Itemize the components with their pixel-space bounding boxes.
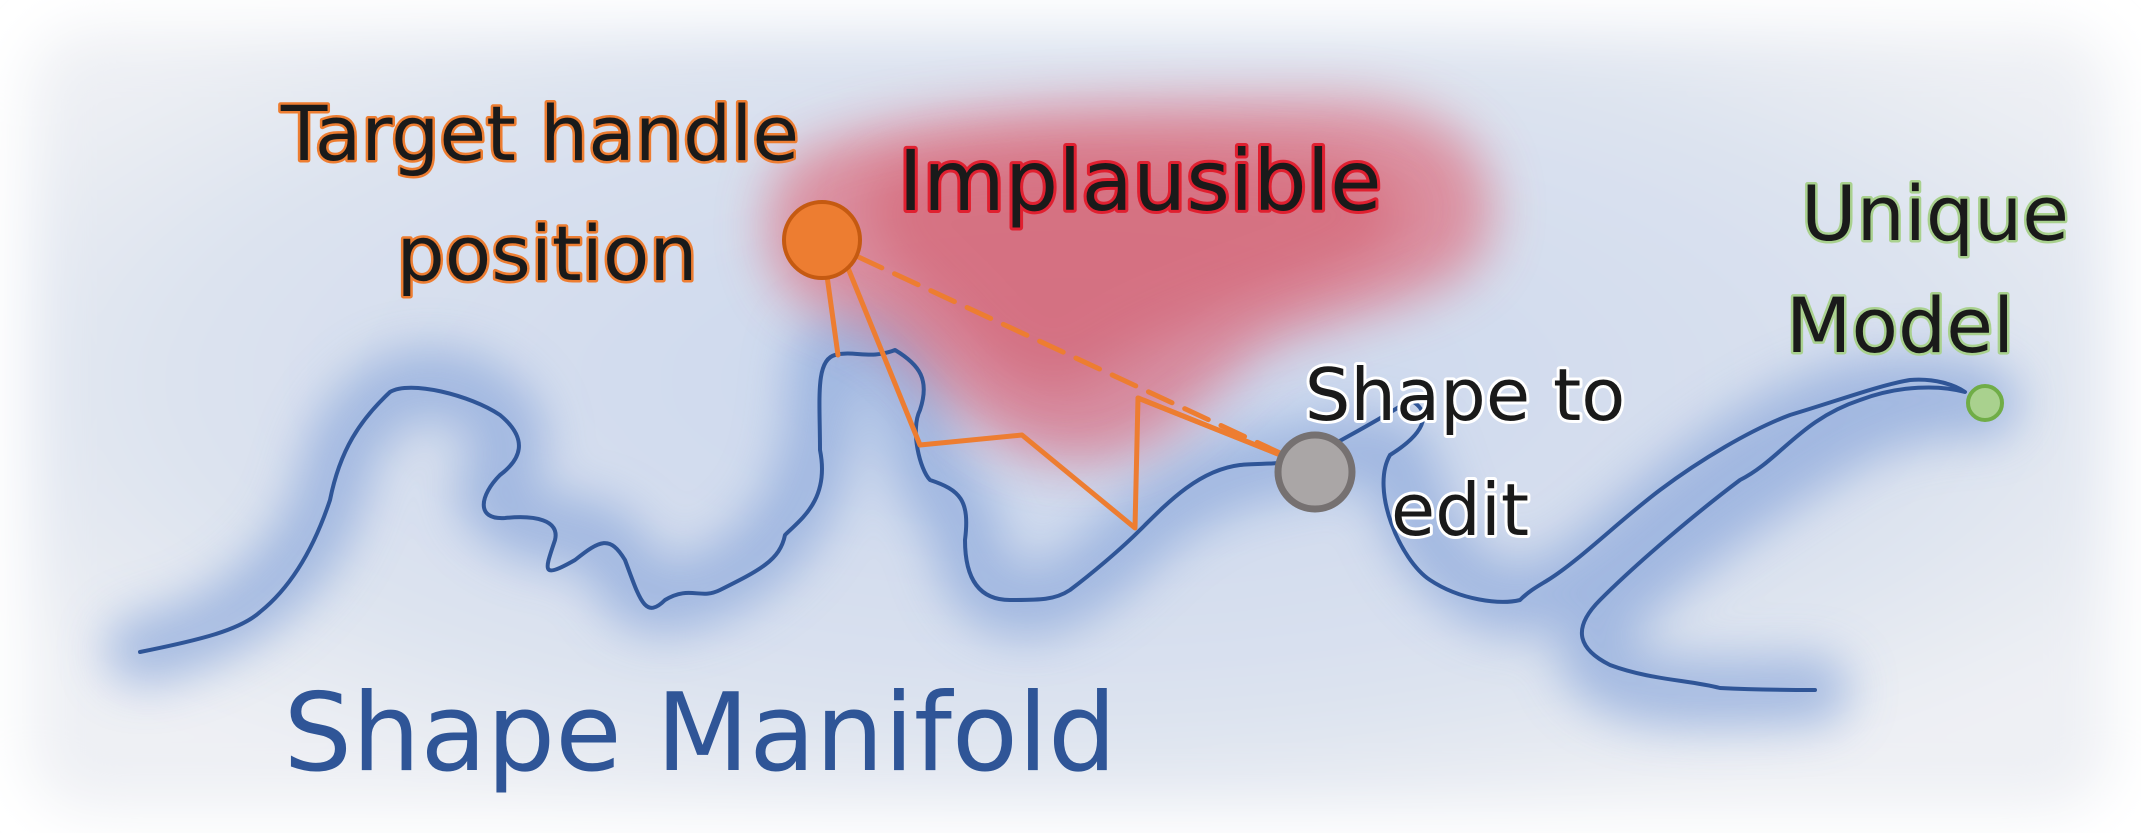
- implausible-core: [866, 146, 1402, 390]
- target-handle-marker[interactable]: [782, 200, 862, 280]
- unique-model-label-line2: Model: [1786, 281, 2014, 370]
- target-handle-label-line1: Target handle: [280, 89, 799, 178]
- direct-edit-dashed-line: [819, 237, 1311, 469]
- shape-to-edit-label-line1: Shape to: [1305, 353, 1626, 437]
- shape-to-edit-marker[interactable]: [1274, 431, 1356, 513]
- manifold-curve: [138, 348, 1967, 692]
- unique-model-marker[interactable]: [1966, 384, 2004, 422]
- shape-manifold-label: Shape Manifold: [284, 671, 1117, 796]
- shape-to-edit-label-line2: edit: [1391, 468, 1529, 552]
- implausible-label: Implausible: [898, 132, 1381, 230]
- unique-model-label-line1: Unique: [1801, 169, 2069, 258]
- target-handle-label-line2: position: [396, 209, 697, 298]
